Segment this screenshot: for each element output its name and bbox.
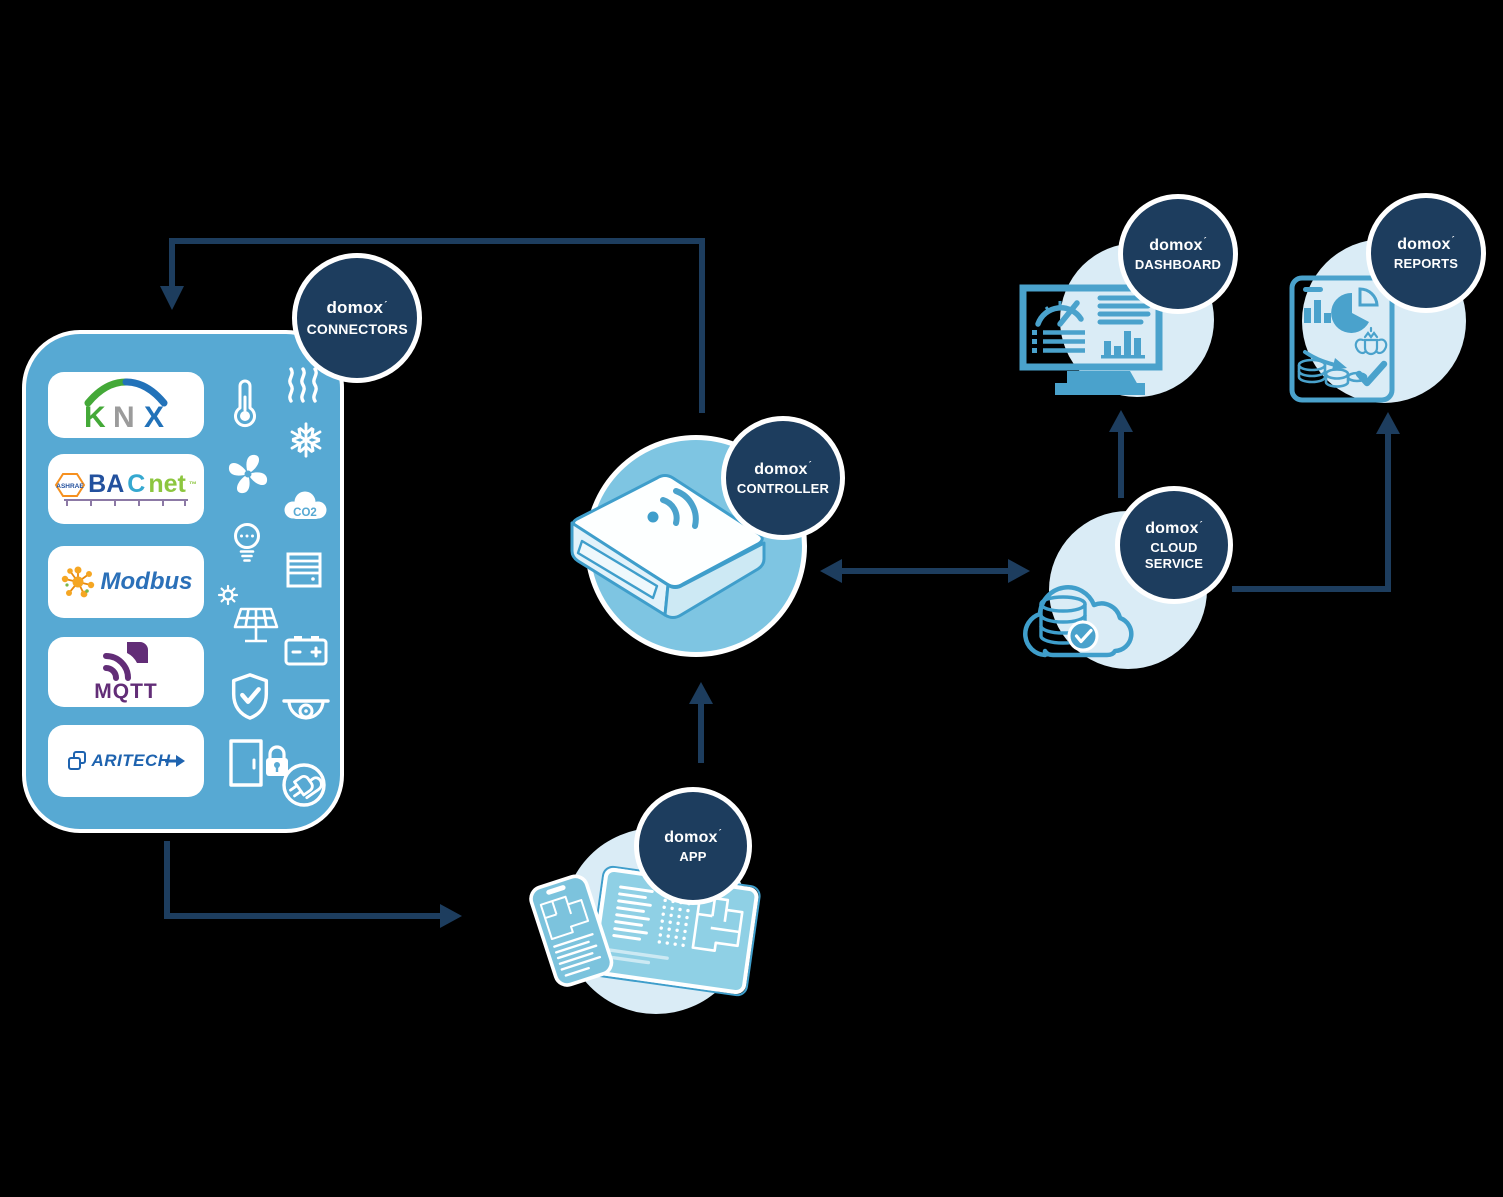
bacnet-tm: ™ <box>188 480 197 489</box>
bacnet-ba: BA <box>88 470 125 498</box>
cloud-service-badge: domox´ CLOUD SERVICE <box>1115 486 1233 604</box>
dashboard-label: DASHBOARD <box>1134 256 1222 272</box>
bacnet-c: C <box>127 470 146 498</box>
heat-waves-icon <box>285 366 321 404</box>
co2-label: CO2 <box>293 507 317 519</box>
logo-card-modbus: Modbus <box>48 546 204 618</box>
co2-cloud-icon: CO2 <box>280 489 330 523</box>
logo-card-aritech: ARITECH <box>48 725 204 797</box>
arrowhead-left-icon <box>820 559 842 583</box>
brand-wordmark: domox´ <box>754 460 812 478</box>
coat-of-arms-icon <box>1354 326 1388 356</box>
aritech-squares-icon <box>68 751 87 770</box>
reports-label: REPORTS <box>1393 255 1459 271</box>
door-icon <box>227 738 265 788</box>
report-page <box>1289 275 1395 403</box>
gauge-icon <box>1035 300 1084 327</box>
brand-wordmark: domox´ <box>664 828 722 846</box>
bullet-list <box>1032 330 1085 353</box>
knx-letter-k: K <box>84 401 106 434</box>
arrow-cloud-to-reports <box>1232 432 1391 592</box>
wifi-icon <box>647 488 699 529</box>
connectors-label: CONNECTORS <box>306 320 408 337</box>
power-plug-icon <box>281 762 327 808</box>
battery-icon <box>283 630 329 668</box>
bacnet-net: net <box>148 470 186 498</box>
trend-arrow-icon <box>1303 350 1347 370</box>
mqtt-icon <box>102 641 148 681</box>
controller-badge: domox´ CONTROLLER <box>721 416 845 540</box>
ashrae-hexagon-icon: ASHRAE <box>54 472 86 497</box>
window-blinds-icon <box>285 551 323 589</box>
arrowhead-up-icon <box>689 682 713 704</box>
app-badge: domox´ APP <box>634 787 752 905</box>
cloud-service-label: CLOUD SERVICE <box>1144 540 1204 571</box>
modbus-molecule-icon <box>61 566 94 598</box>
arrowhead-up-icon <box>1376 412 1400 434</box>
bar-chart <box>1304 300 1331 323</box>
padlock-icon <box>263 743 291 779</box>
cloud-outline-icon <box>1023 585 1134 658</box>
phone <box>529 874 614 987</box>
title-dash <box>1303 287 1323 292</box>
brand-wordmark: domox´ <box>1397 235 1455 253</box>
monitor-neck <box>1067 371 1138 385</box>
modbus-wordmark: Modbus <box>100 568 193 595</box>
sun-solar-panel-icon <box>217 584 279 655</box>
tablet <box>589 865 761 997</box>
arrowhead-up-icon <box>1109 410 1133 432</box>
ashrae-label: ASHRAE <box>56 483 84 490</box>
controller-illustration <box>570 474 766 619</box>
mqtt-wordmark: MQTT <box>94 679 158 703</box>
controller-label: CONTROLLER <box>736 480 830 496</box>
aritech-arrow-icon <box>164 755 185 767</box>
fan-icon <box>225 451 271 497</box>
lightbulb-icon <box>230 522 264 568</box>
brand-wordmark: domox´ <box>1149 236 1207 254</box>
solar-panel-icon <box>233 607 279 643</box>
shield-check-icon <box>228 672 272 720</box>
knx-logo: K N X <box>84 378 168 434</box>
bar-chart <box>1101 331 1145 359</box>
sun-icon <box>217 584 239 606</box>
arrowhead-right-icon <box>440 904 462 928</box>
arrowhead-down-icon <box>160 286 184 310</box>
dome-camera-icon <box>282 696 330 732</box>
monitor-base <box>1055 383 1145 395</box>
knx-letter-n: N <box>113 401 135 434</box>
brand-wordmark: domox´ <box>326 298 388 318</box>
check-circle-icon <box>1067 620 1099 652</box>
pie-chart <box>1331 287 1379 333</box>
brand-wordmark: domox´ <box>1145 519 1203 537</box>
arrowhead-right-icon <box>1008 559 1030 583</box>
snowflake-icon <box>287 421 325 459</box>
arrow-connectors-to-app <box>164 841 440 919</box>
reports-badge: domox´ REPORTS <box>1366 193 1486 313</box>
floor-plan <box>691 894 744 953</box>
arrow-controller-to-connectors <box>169 238 705 413</box>
cloud-service-illustration <box>1023 585 1134 658</box>
logo-card-knx: K N X <box>48 372 204 438</box>
bacnet-bus-line <box>64 498 188 506</box>
monitor-frame <box>1019 284 1163 371</box>
floor-plan <box>539 895 590 941</box>
knx-letter-x: X <box>144 401 164 434</box>
app-illustration <box>529 865 761 997</box>
dashboard-badge: domox´ DASHBOARD <box>1118 194 1238 314</box>
reports-illustration <box>1289 275 1395 403</box>
thermometer-icon <box>230 378 260 430</box>
check-icon <box>1355 360 1388 387</box>
logo-card-mqtt: MQTT <box>48 637 204 707</box>
connectors-badge: domox´ CONNECTORS <box>292 253 422 383</box>
app-label: APP <box>679 848 707 864</box>
aritech-wordmark: ARITECH <box>91 751 171 770</box>
dashboard-illustration <box>1019 284 1163 395</box>
